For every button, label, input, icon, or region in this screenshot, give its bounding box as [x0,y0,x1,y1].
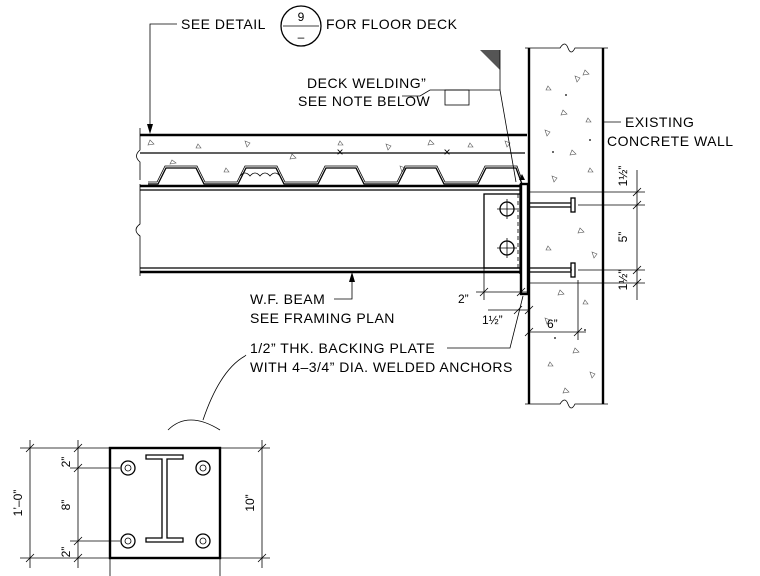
see-detail-leader [147,23,177,134]
wide-flange-beam [135,184,522,276]
detail-dim-edge-bottom: 2” [59,547,73,558]
dim-anchor-embed: 6” [547,317,558,331]
welded-anchors-text: WITH 4–3/4” DIA. WELDED ANCHORS [250,359,513,375]
plate-dimensions [476,268,586,340]
anchor-top-right [195,460,211,476]
concrete-floor-slab: × × [136,128,527,180]
anchor-dimensions [529,170,645,300]
anchor-bottom-right [195,533,211,549]
detail-number: 9 [298,10,305,24]
see-detail-text: SEE DETAIL [181,16,266,32]
beam-leader [334,274,353,300]
dim-plate-edge: 1½” [482,313,503,327]
detail-dim-edge-top: 2” [59,457,73,468]
plate-detail [20,440,270,576]
backing-plate [483,174,530,296]
detail-bubble [280,5,322,47]
floor-deck-text: FOR FLOOR DECK [326,16,458,32]
detail-sheet: – [298,30,305,44]
see-note-text: SEE NOTE BELOW [298,93,431,109]
anchor-bottom-left [120,533,136,549]
detail-dim-spacing: 8” [59,500,73,511]
detail-dim-overall: 1’–0” [11,490,25,517]
anchor-top-left [120,460,136,476]
mesh-mark: × [336,145,343,159]
concrete-wall-text: CONCRETE WALL [607,133,734,149]
mesh-mark: × [443,145,450,159]
existing-wall-text: EXISTING [625,114,694,130]
metal-floor-deck [148,165,523,185]
backing-plate-text: 1/2” THK. BACKING PLATE [250,340,435,356]
dim-edge-bottom: 1½” [616,270,630,291]
deck-welding-leader [402,50,517,183]
wf-beam-text: W.F. BEAM [250,291,325,307]
dim-anchor-spacing: 5” [616,232,630,243]
bolt-top [497,199,517,219]
dim-edge-top: 1½” [616,166,630,187]
dim-plate-offset: 2” [458,292,469,306]
bolt-bottom [497,238,517,258]
existing-concrete-wall [525,43,608,409]
backing-plate-leader [167,295,524,431]
detail-dim-width: 10” [243,494,257,511]
deck-welding-text: DECK WELDING” [307,75,426,91]
welded-anchors [529,197,576,278]
framing-plan-text: SEE FRAMING PLAN [250,310,395,326]
